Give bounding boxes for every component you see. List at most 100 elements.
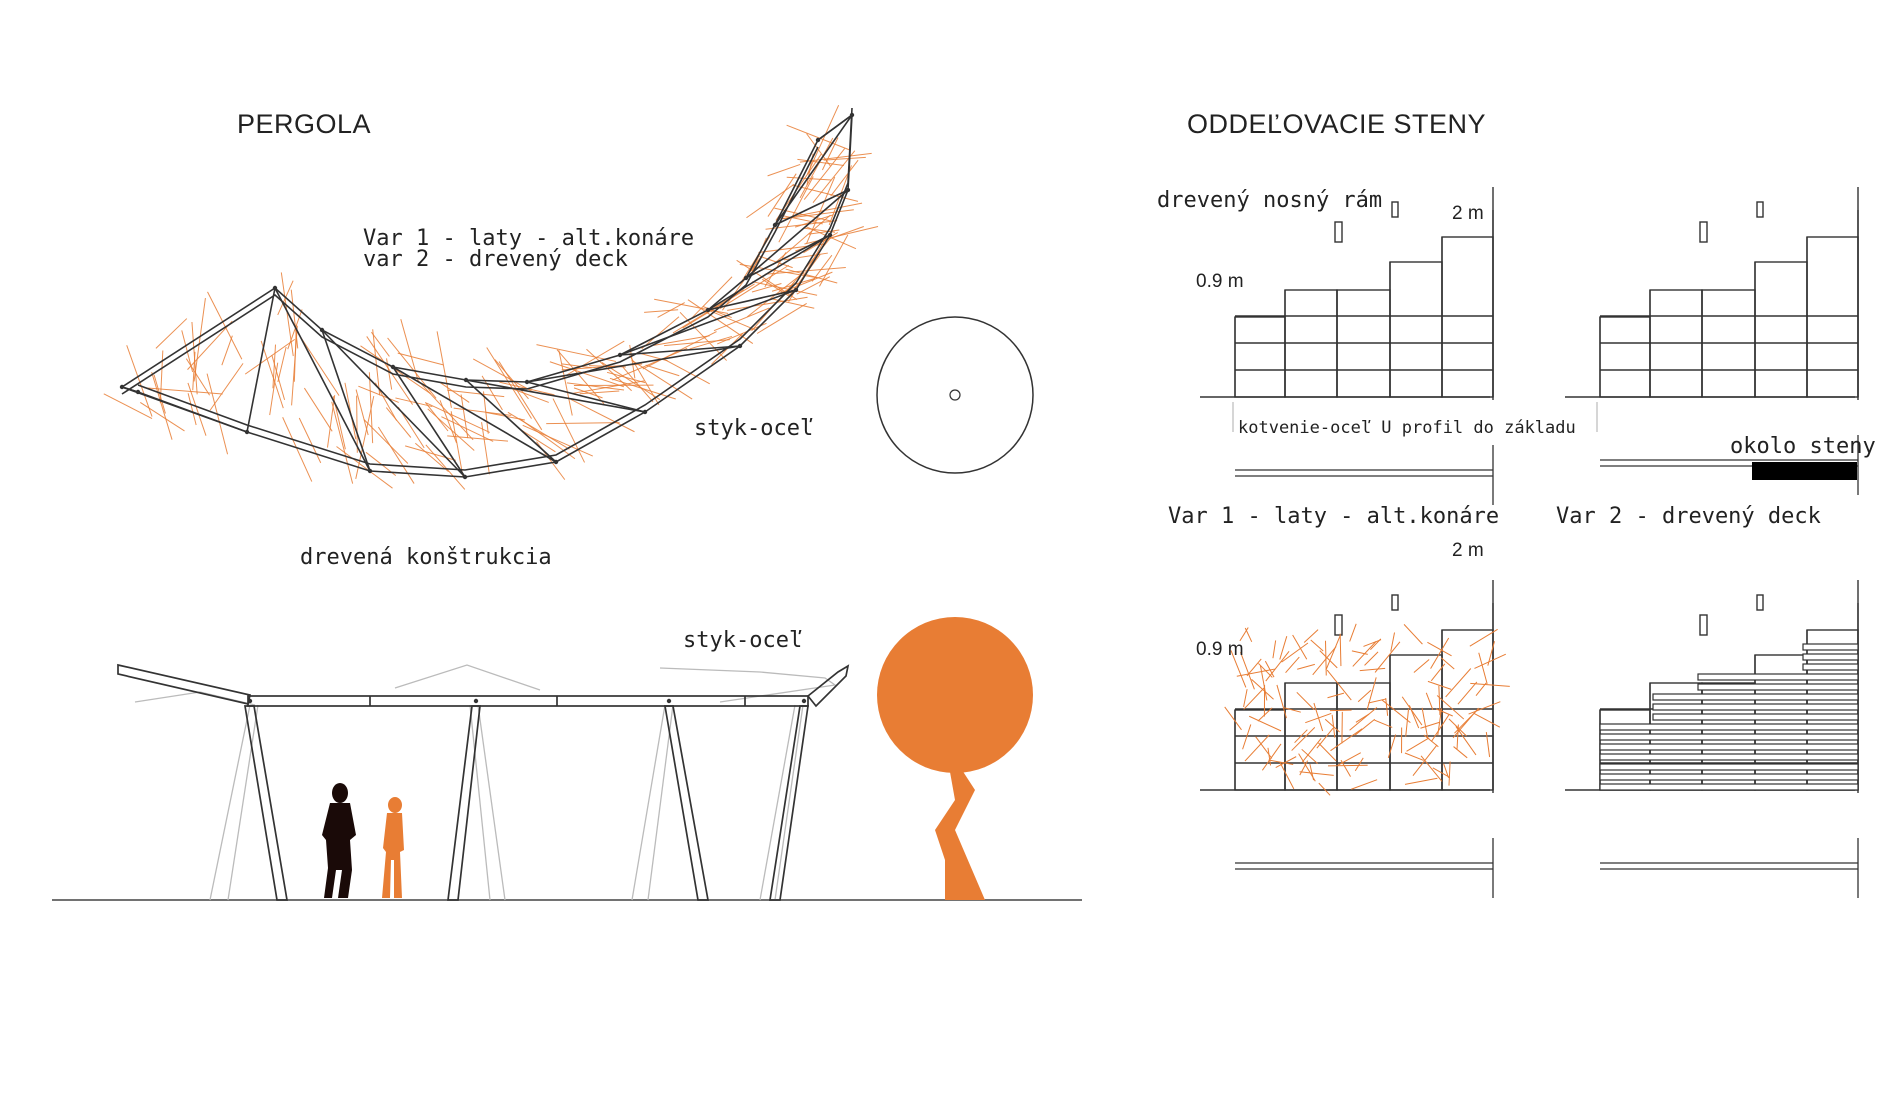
- branch-stick: [713, 307, 770, 332]
- branch-stick: [426, 402, 490, 433]
- branch-stick: [440, 382, 470, 403]
- wall-branch-stick: [1364, 651, 1379, 666]
- frame-stub: [1334, 221, 1343, 243]
- branch-stick: [830, 159, 859, 197]
- wall-branch-stick: [1313, 702, 1324, 732]
- branch-stick: [570, 398, 635, 433]
- truss-diagonal: [774, 114, 853, 226]
- wall-branch-stick: [1470, 682, 1510, 687]
- wall-branch-stick: [1243, 687, 1265, 710]
- frame-label: drevený nosný rám: [1157, 188, 1383, 213]
- truss-joint: [642, 409, 648, 415]
- branch-stick: [221, 335, 233, 366]
- anchor-label: kotvenie-oceľ U profil do základu: [1238, 418, 1576, 438]
- branch-stick: [579, 390, 620, 395]
- wall-branch-stick: [1454, 707, 1480, 734]
- wall-branch-stick: [1473, 712, 1501, 728]
- branch-stick: [363, 419, 409, 464]
- branch-stick: [691, 276, 733, 319]
- wall-branch-stick: [1299, 760, 1309, 776]
- separating-walls: [1200, 187, 1859, 898]
- wall-branch-stick: [1374, 719, 1393, 728]
- deck-board: [1599, 783, 1859, 791]
- truss-diagonal: [274, 287, 371, 472]
- wall-branch-stick: [1363, 639, 1382, 647]
- wall-branch-stick: [1385, 697, 1389, 716]
- wall-branch-stick: [1327, 692, 1345, 699]
- branch-stick: [436, 331, 452, 408]
- wall-branch-stick: [1302, 738, 1322, 763]
- around-wall-label: okolo steny: [1730, 434, 1876, 459]
- wall-branch-stick: [1243, 689, 1248, 708]
- wall-branch-stick: [1423, 734, 1439, 748]
- wall-branch-stick: [1281, 642, 1309, 663]
- wall-branch-stick: [1303, 629, 1319, 643]
- wall-branch-stick: [1244, 627, 1253, 642]
- branch-stick: [562, 340, 625, 378]
- wall-branch-stick: [1421, 707, 1429, 739]
- truss-joint: [390, 364, 396, 370]
- branch-stick: [561, 363, 592, 369]
- wall-branch-stick: [1242, 724, 1252, 750]
- wall-branch-stick: [1485, 731, 1491, 758]
- branch-stick: [272, 344, 277, 389]
- branch-stick: [558, 350, 573, 416]
- truss-diagonal: [745, 189, 849, 279]
- branch-stick: [193, 297, 206, 382]
- branch-stick: [812, 150, 856, 204]
- frame-bay: [1599, 316, 1651, 398]
- branch-stick: [481, 375, 503, 411]
- wall-branch-stick: [1349, 707, 1378, 731]
- branch-stick: [192, 351, 196, 391]
- wall-branch-stick: [1298, 753, 1316, 782]
- wall-branch-stick: [1359, 667, 1386, 672]
- wall-var2-frame: [1565, 187, 1859, 400]
- branch-stick: [405, 445, 456, 461]
- branch-stick: [371, 331, 390, 357]
- deck-board: [1652, 703, 1859, 711]
- wall-branch-stick: [1448, 761, 1451, 786]
- branch-stick: [764, 266, 846, 275]
- truss-joint: [737, 343, 743, 349]
- wall-branch-stick: [1420, 755, 1443, 782]
- wall-branch-stick: [1327, 764, 1368, 767]
- branch-stick: [512, 388, 549, 403]
- wall-branch-stick: [1276, 684, 1287, 719]
- truss-joint: [815, 137, 821, 143]
- truss-strut: [745, 234, 831, 279]
- branch-stick: [746, 183, 795, 219]
- wall-branch-stick: [1246, 658, 1262, 677]
- deck-board: [1802, 643, 1859, 651]
- main-structure: [117, 663, 850, 901]
- wall-branch-stick: [1257, 707, 1273, 722]
- wall-branch-stick: [1339, 633, 1342, 667]
- branch-stick: [519, 418, 576, 460]
- frame-bay: [1441, 236, 1494, 398]
- wall-branch-stick: [1264, 660, 1275, 678]
- branch-stick: [260, 340, 284, 409]
- branch-stick: [792, 184, 859, 202]
- wall-branch-stick: [1301, 748, 1319, 765]
- frame-bay: [1389, 261, 1443, 398]
- truss-strut: [774, 189, 849, 226]
- wall-branch-stick: [1368, 698, 1387, 704]
- height-min-label-2: 0.9 m: [1196, 639, 1244, 660]
- truss-diagonal: [121, 386, 248, 433]
- wall-branch-stick: [1224, 706, 1242, 731]
- wall-branch-stick: [1310, 639, 1324, 652]
- wall-branch-stick: [1430, 663, 1446, 682]
- wall-branch-stick: [1436, 695, 1465, 720]
- branch-stick: [298, 417, 322, 464]
- truss-diagonal: [619, 289, 797, 356]
- truss-joint: [463, 377, 469, 383]
- truss-joint: [524, 379, 530, 385]
- wall-branch-stick: [1230, 650, 1247, 688]
- height-max-label: 2 m: [1452, 203, 1484, 224]
- wall-branch-stick: [1316, 727, 1334, 749]
- wall-branch-stick: [1272, 640, 1277, 659]
- title-pergola: PERGOLA: [237, 109, 372, 139]
- wall-branch-stick: [1427, 680, 1452, 690]
- elevation-joints: [247, 698, 807, 704]
- branch-stick: [187, 393, 197, 426]
